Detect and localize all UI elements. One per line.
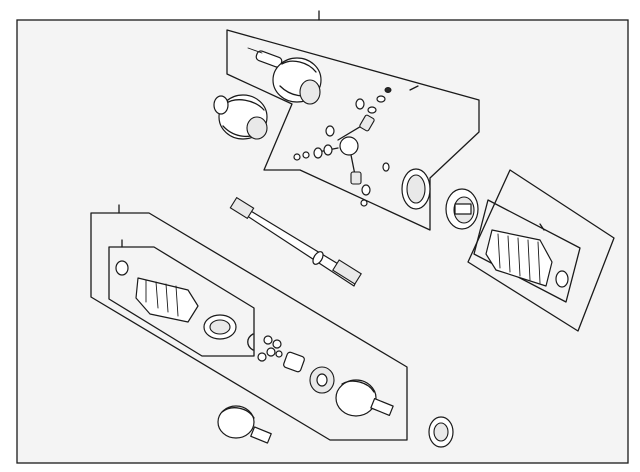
- outer-boot-clamp: [401, 168, 431, 210]
- boot-small-clamp: [115, 260, 129, 276]
- outer-joint-cage: [299, 79, 321, 105]
- outboard-joint: [217, 405, 272, 444]
- spider-needle-2: [355, 98, 365, 110]
- axle-shaft-group: [229, 196, 362, 287]
- joint-seal: [445, 188, 479, 230]
- snap-ring-1: [367, 106, 377, 114]
- snap-ring-2: [376, 95, 386, 103]
- joint-ball-5: [275, 350, 283, 358]
- spider-roller-lower: [350, 171, 362, 185]
- inboard-boot-kit-group: [467, 169, 615, 332]
- joint-ball-2: [272, 339, 282, 349]
- joint-ball-3: [266, 347, 276, 357]
- outer-joint-thread-line: [247, 47, 263, 54]
- outboard-joint-ridge: [221, 407, 255, 419]
- spider-needle-1: [325, 125, 335, 137]
- clamp-ring-inner: [406, 174, 426, 204]
- clip-ring-1: [293, 153, 301, 161]
- outboard-joint-housing: [217, 405, 255, 439]
- axle-groove: [312, 251, 324, 265]
- inboard-boot-clamp: [555, 270, 569, 288]
- retaining-clip: [247, 333, 254, 351]
- boot-large-clamp-inner: [209, 319, 231, 335]
- inboard-kit-inner-outline: [473, 199, 581, 303]
- snap-ring-3: [384, 87, 392, 93]
- dust-seal: [428, 416, 454, 448]
- clip-ring-3: [313, 147, 323, 159]
- outboard-kit-leader: [409, 85, 419, 91]
- axle-spline-left: [229, 196, 255, 220]
- outer-boot-pleats: [145, 279, 179, 317]
- clip-ring-2: [302, 151, 310, 159]
- tripod-housing-stub: [213, 95, 229, 115]
- seal-insert: [454, 203, 472, 215]
- inner-kit-inner-outline: [108, 246, 255, 357]
- tripod-spider-assembly: [293, 87, 392, 207]
- spider-needle-4: [382, 162, 390, 172]
- inboard-kit-leader: [539, 223, 545, 231]
- dust-seal-inner: [433, 422, 449, 442]
- joint-ball-4: [257, 352, 267, 362]
- clip-ring-5: [360, 199, 368, 207]
- spider-needle-3: [361, 184, 371, 196]
- axle-spline-right: [332, 259, 362, 285]
- inner-race-bore: [316, 373, 328, 387]
- outboard-joint-kit-group: [213, 29, 480, 231]
- outboard-joint-stub: [250, 426, 272, 444]
- joint-ball-1: [263, 335, 273, 345]
- inner-kit-outline: [90, 212, 408, 441]
- inner-joint-housing-ridge: [341, 380, 375, 393]
- inner-joint-kit-group: [90, 204, 408, 441]
- inner-joint-stub: [370, 398, 394, 416]
- joint-cage: [283, 351, 305, 373]
- outer-cv-joint: [247, 47, 322, 105]
- spider-roller-upper: [359, 114, 375, 132]
- tripod-housing-end: [246, 116, 268, 140]
- spider-hub: [339, 136, 359, 156]
- inboard-boot-pleats: [497, 233, 541, 284]
- inboard-kit-outline: [467, 169, 615, 332]
- clip-ring-4: [323, 144, 333, 156]
- tripod-housing: [213, 94, 268, 140]
- inner-joint-housing: [335, 379, 377, 417]
